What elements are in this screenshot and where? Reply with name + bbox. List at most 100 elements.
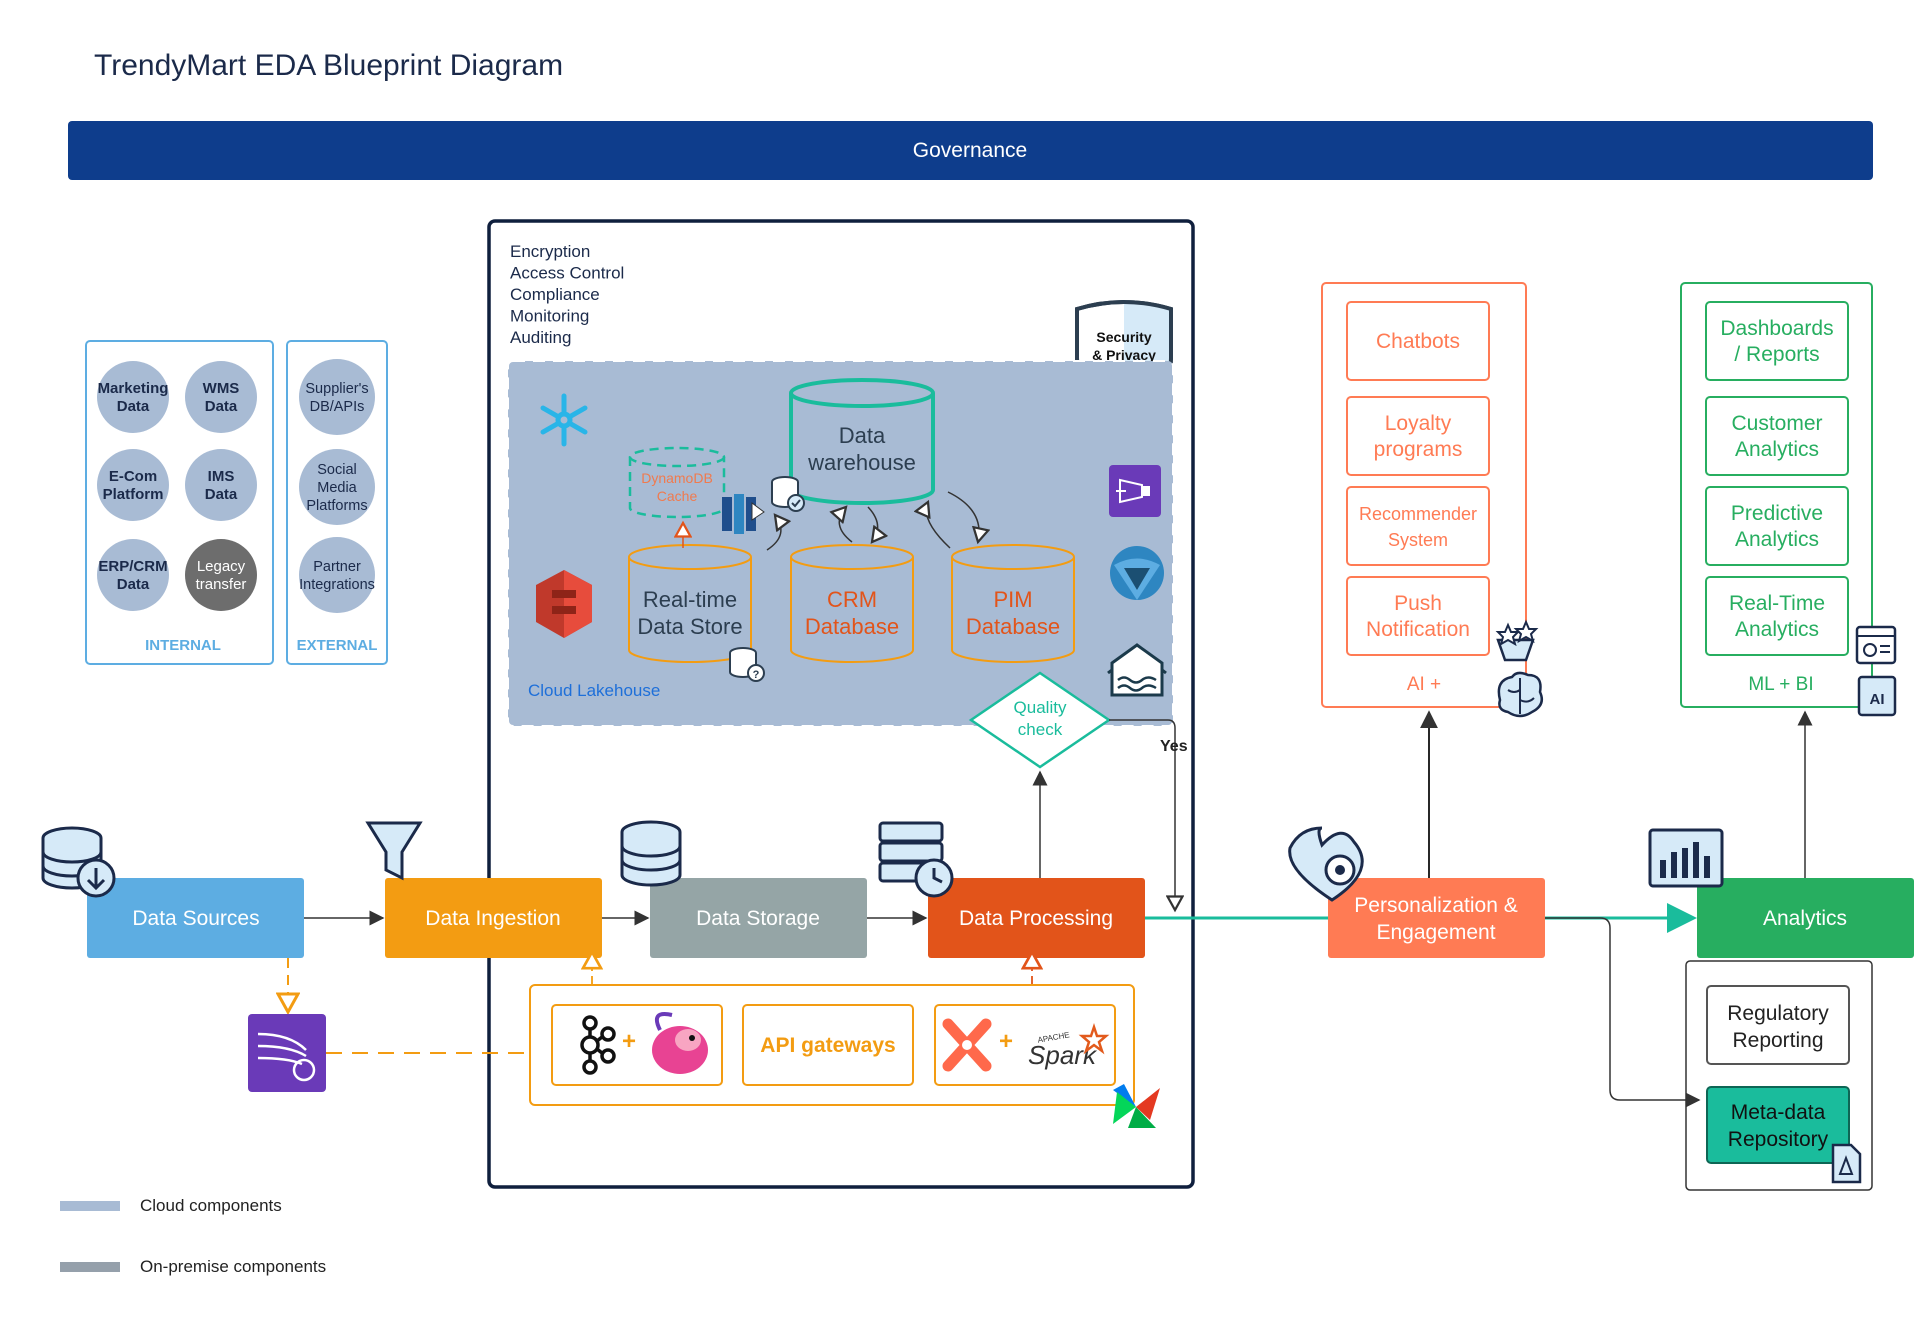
data-storage-label: Data Storage: [696, 907, 820, 930]
heart-gear-icon: [1288, 826, 1364, 902]
ai-item-label: System: [1388, 530, 1448, 550]
personalization-box[interactable]: Personalization & Engagement: [1328, 878, 1545, 958]
external-sources-panel: Supplier'sDB/APIsSocialMediaPlatformsPar…: [286, 340, 388, 665]
ai-panel: ChatbotsLoyaltyprogramsRecommenderSystem…: [1321, 282, 1527, 708]
api-gateways-box[interactable]: API gateways: [742, 1004, 914, 1086]
internal-source-label: Data: [205, 398, 238, 415]
mlbi-item-label: Real-Time: [1729, 592, 1825, 615]
api-gateways-label: API gateways: [760, 1034, 895, 1057]
realtime-label-1: Real-time: [643, 587, 737, 612]
flink-squirrel-icon: [652, 1012, 708, 1074]
pim-to-warehouse-arrow: [926, 502, 951, 549]
ml-bi-panel-label: ML + BI: [1748, 674, 1813, 695]
data-sources-box[interactable]: Data Sources: [87, 878, 304, 958]
legend: Cloud components On-premise components: [60, 1196, 326, 1276]
data-ingestion-box[interactable]: Data Ingestion: [385, 878, 602, 958]
dbt-icon: [942, 1018, 992, 1072]
external-label: EXTERNAL: [297, 637, 378, 654]
ai-item-0[interactable]: Chatbots: [1346, 301, 1490, 381]
database-question-icon: ?: [729, 647, 765, 682]
external-source-label: Integrations: [299, 577, 375, 593]
external-source-label: Partner: [313, 559, 361, 575]
shopping-basket-stars-icon: [1495, 619, 1539, 662]
mlbi-item-label: / Reports: [1734, 343, 1819, 366]
cloud-lakehouse: Cloud Lakehouse Data warehouse DynamoDB: [507, 360, 1174, 727]
warehouse-label-2: warehouse: [807, 450, 916, 475]
spark-text: Spark: [1028, 1040, 1098, 1070]
security-badge-line2: & Privacy: [1092, 347, 1156, 363]
external-source-label: Supplier's: [305, 381, 368, 397]
s3-bucket-icon: [536, 570, 592, 638]
internal-label: INTERNAL: [145, 637, 221, 654]
ai-item-label: Recommender: [1359, 504, 1477, 524]
kinesis-stream-icon: [248, 1014, 326, 1092]
internal-source-label: E-Com: [109, 468, 157, 485]
database-check-icon: [771, 476, 805, 512]
realtime-to-warehouse-arrow: [766, 515, 781, 551]
pim-database-cylinder: PIM Database: [951, 544, 1075, 663]
svg-text:?: ?: [753, 669, 760, 681]
warehouse-to-pim-arrow: [947, 491, 979, 542]
apache-spark-logo: APACHE Spark: [1028, 1023, 1110, 1070]
data-processing-box[interactable]: Data Processing: [928, 878, 1145, 958]
page-title: TrendyMart EDA Blueprint Diagram: [94, 49, 563, 82]
internal-source-label: transfer: [196, 576, 247, 593]
kafka-icon: [580, 1015, 616, 1075]
crm-label-2: Database: [805, 614, 899, 639]
governance-bar: Governance: [68, 121, 1873, 180]
glue-crawler-icon: [1110, 546, 1164, 600]
metadata-repository-box[interactable]: Meta-data Repository: [1706, 1086, 1850, 1164]
data-ingestion-label: Data Ingestion: [425, 907, 560, 930]
regulatory-reporting-box[interactable]: Regulatory Reporting: [1706, 985, 1850, 1065]
governance-label: Governance: [913, 139, 1027, 162]
airflow-pinwheel-icon: [1113, 1084, 1160, 1128]
ai-item-label: Chatbots: [1376, 330, 1460, 353]
dbt-spark-box[interactable]: + APACHE Spark: [934, 1004, 1116, 1086]
mlbi-item-label: Dashboards: [1720, 317, 1833, 340]
data-sources-label: Data Sources: [132, 907, 259, 930]
data-storage-box[interactable]: Data Storage: [650, 878, 867, 958]
metadata-label-1: Meta-data: [1731, 1101, 1826, 1124]
analytics-box[interactable]: Analytics: [1697, 878, 1914, 958]
external-source-label: Platforms: [306, 498, 367, 514]
ai-chip-label: AI: [1870, 691, 1885, 708]
mlbi-item-label: Analytics: [1735, 528, 1819, 551]
firehose-icon: [1109, 465, 1161, 517]
crm-database-cylinder: CRM Database: [790, 544, 914, 663]
mlbi-item-label: Analytics: [1735, 618, 1819, 641]
regulatory-label-1: Regulatory: [1727, 1002, 1829, 1025]
database-download-icon: [41, 826, 116, 898]
internal-source-label: Legacy: [197, 558, 246, 575]
snowflake-icon: [540, 393, 588, 447]
legend-cloud-swatch: [60, 1201, 120, 1211]
internal-source-label: ERP/CRM: [98, 558, 167, 575]
internal-source-label: Platform: [103, 486, 164, 503]
data-processing-label: Data Processing: [959, 907, 1113, 930]
stream-bars-icon: [722, 494, 765, 534]
mlbi-item-label: Customer: [1731, 412, 1822, 435]
bar-chart-monitor-icon: [1648, 828, 1724, 888]
internal-source-label: Marketing: [98, 380, 169, 397]
internal-source-label: Data: [117, 576, 150, 593]
security-item: Encryption: [510, 242, 590, 261]
mlbi-item-0[interactable]: Dashboards / Reports: [1705, 301, 1849, 381]
dashboard-window-icon: [1855, 625, 1897, 665]
kafka-flink-box[interactable]: +: [551, 1004, 723, 1086]
security-item: Compliance: [510, 285, 600, 304]
ai-item-label: programs: [1374, 438, 1463, 461]
pim-label-2: Database: [966, 614, 1060, 639]
dynamodb-cache-cylinder: DynamoDB Cache: [628, 446, 726, 519]
analytics-label: Analytics: [1763, 907, 1847, 930]
